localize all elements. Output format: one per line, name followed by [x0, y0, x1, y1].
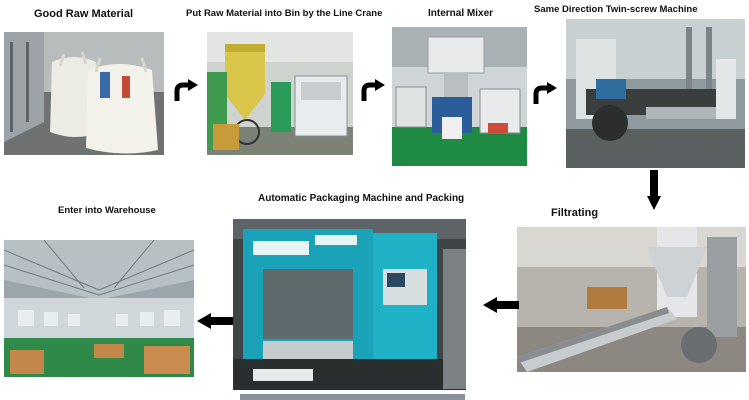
twin-screw-machine-photo	[566, 19, 745, 168]
curved-arrow-icon	[361, 79, 385, 101]
down-arrow-icon	[647, 170, 661, 210]
internal-mixer-photo	[392, 27, 527, 166]
step-label-twin-screw-machine: Same Direction Twin-screw Machine	[534, 4, 698, 15]
raw-material-bags-photo	[4, 32, 164, 155]
curved-arrow-icon	[533, 82, 557, 104]
packaging-machine-photo	[233, 219, 466, 390]
step-label-filtrating: Filtrating	[551, 207, 599, 219]
step-label-internal-mixer: Internal Mixer	[428, 8, 494, 19]
arrow-step1-to-step2	[173, 79, 199, 103]
bin-line-crane-photo	[207, 32, 353, 155]
arrow-step2-to-step3	[360, 79, 386, 103]
curved-arrow-icon	[174, 79, 198, 101]
arrow-step5-to-step6	[483, 297, 519, 313]
left-arrow-icon	[483, 297, 519, 313]
arrow-step3-to-step4	[532, 82, 558, 106]
filtrating-photo	[517, 227, 746, 372]
arrow-step4-to-step5	[647, 170, 661, 210]
step-label-good-raw-material: Good Raw Material	[34, 8, 134, 20]
warehouse-photo	[4, 240, 194, 377]
arrow-step6-to-step7	[197, 313, 233, 329]
step-label-put-raw-material: Put Raw Material into Bin by the Line Cr…	[186, 8, 383, 19]
bottom-photo-strip	[240, 394, 465, 400]
step-label-packaging-machine: Automatic Packaging Machine and Packing	[258, 193, 465, 204]
left-arrow-icon	[197, 313, 233, 329]
step-label-warehouse: Enter into Warehouse	[58, 205, 156, 216]
